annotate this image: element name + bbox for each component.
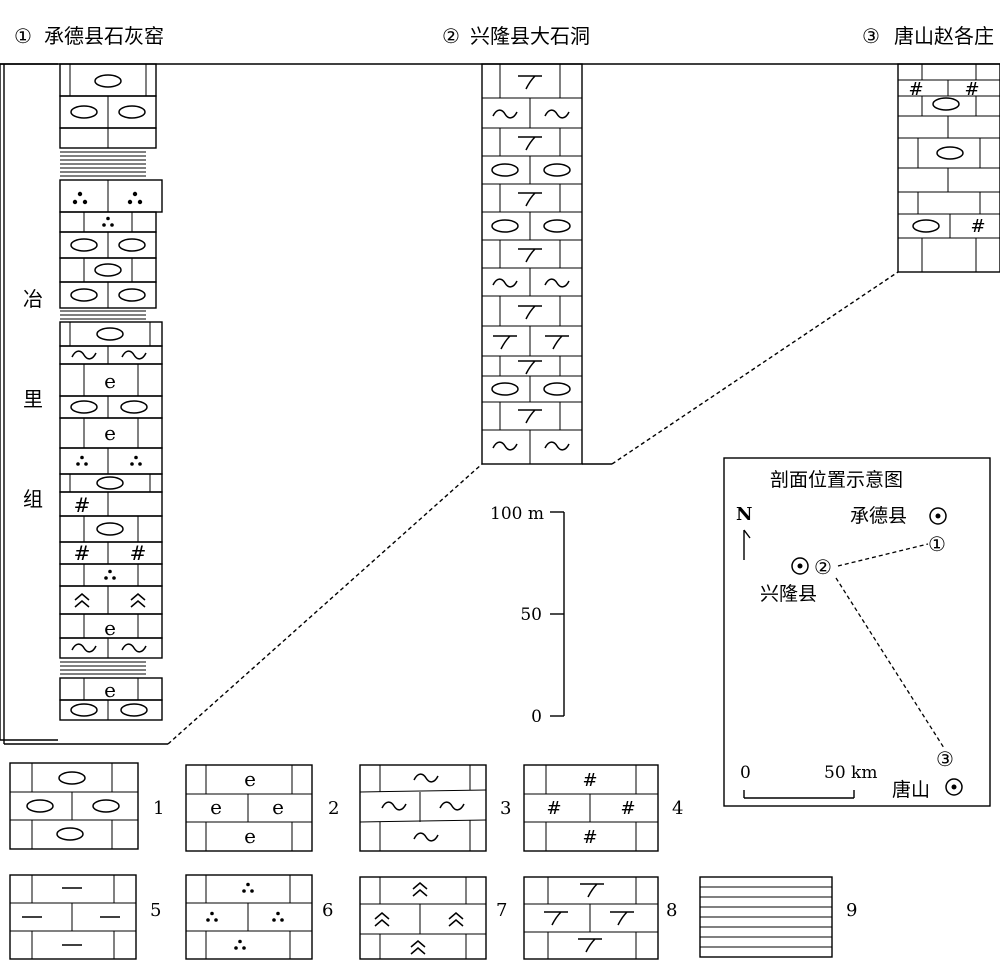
- north-arrow-label: N: [736, 504, 752, 525]
- symbol-e: e: [272, 795, 284, 819]
- symbol-e: e: [104, 678, 116, 702]
- legend-label-4: 4: [672, 798, 683, 819]
- km-scale-start: 0: [740, 763, 751, 783]
- city-marker-xinglong: [791, 557, 809, 575]
- symbol-e: e: [104, 369, 116, 393]
- section-2-number: ②: [442, 24, 460, 48]
- symbol-hash: #: [964, 79, 979, 100]
- symbol-hash: #: [620, 798, 635, 819]
- km-scale-end: 50 km: [824, 763, 877, 783]
- legend-swatch-4: # # # #: [523, 764, 659, 852]
- legend-label-5: 5: [150, 900, 161, 921]
- legend-swatch-3: [359, 764, 487, 852]
- legend-label-2: 2: [328, 798, 339, 819]
- legend-swatch-2: e e e e: [185, 764, 313, 852]
- legend-swatch-7: [359, 876, 487, 960]
- formation-label-char-3: 组: [23, 487, 43, 511]
- column-3: # # #: [897, 63, 1000, 273]
- legend-label-3: 3: [500, 798, 511, 819]
- city-marker-tangshan: [945, 778, 963, 796]
- correlation-lines: [167, 271, 899, 745]
- formation-label-char-2: 里: [23, 387, 43, 411]
- city-marker-chengde: [929, 507, 947, 525]
- shale-layer: [60, 151, 146, 177]
- shale-layer-3: [60, 661, 146, 675]
- location-inset-map: [723, 457, 991, 807]
- symbol-hash: #: [74, 493, 91, 517]
- symbol-hash: #: [546, 798, 561, 819]
- symbol-hash: #: [908, 79, 923, 100]
- column-1: e e # # # e: [59, 63, 163, 721]
- symbol-e: e: [104, 421, 116, 445]
- column-2: [481, 63, 583, 465]
- symbol-e: e: [104, 616, 116, 640]
- legend-label-1: 1: [153, 798, 164, 819]
- section-3-number: ③: [862, 24, 880, 48]
- legend-label-7: 7: [496, 900, 507, 921]
- section-3-title: 唐山赵各庄: [894, 24, 994, 48]
- legend-swatch-5: [9, 874, 137, 960]
- legend-label-6: 6: [322, 900, 333, 921]
- city-label-chengde: 承德县: [850, 505, 907, 527]
- symbol-hash: #: [74, 541, 91, 565]
- legend-swatch-8: [523, 876, 659, 960]
- symbol-hash: #: [582, 827, 597, 848]
- symbol-e: e: [244, 767, 256, 791]
- city-label-xinglong: 兴隆县: [760, 583, 817, 605]
- legend-label-8: 8: [666, 900, 677, 921]
- symbol-hash: #: [970, 216, 985, 237]
- legend-swatch-6: [185, 874, 313, 960]
- section-2-title: 兴隆县大石洞: [470, 24, 590, 48]
- section-marker-3: ③: [936, 747, 954, 771]
- scale-label-0: 0: [531, 707, 542, 727]
- legend-swatch-1: [9, 762, 139, 850]
- symbol-e: e: [210, 795, 222, 819]
- section-marker-1: ①: [928, 532, 946, 556]
- formation-label-char-1: 冶: [23, 287, 43, 311]
- legend-swatch-9: [699, 876, 833, 958]
- scale-label-100: 100 m: [490, 504, 544, 524]
- shale-layer-2: [60, 310, 146, 320]
- scale-label-50: 50: [520, 605, 542, 625]
- symbol-e: e: [244, 824, 256, 848]
- section-marker-2: ②: [814, 555, 832, 579]
- section-1-number: ①: [14, 24, 32, 48]
- section-1-title: 承德县石灰窑: [44, 24, 164, 48]
- city-label-tangshan: 唐山: [892, 779, 930, 801]
- vertical-scale: [550, 511, 565, 717]
- inset-title: 剖面位置示意图: [770, 469, 903, 491]
- legend-label-9: 9: [846, 900, 857, 921]
- symbol-hash: #: [582, 770, 597, 791]
- symbol-hash: #: [130, 541, 147, 565]
